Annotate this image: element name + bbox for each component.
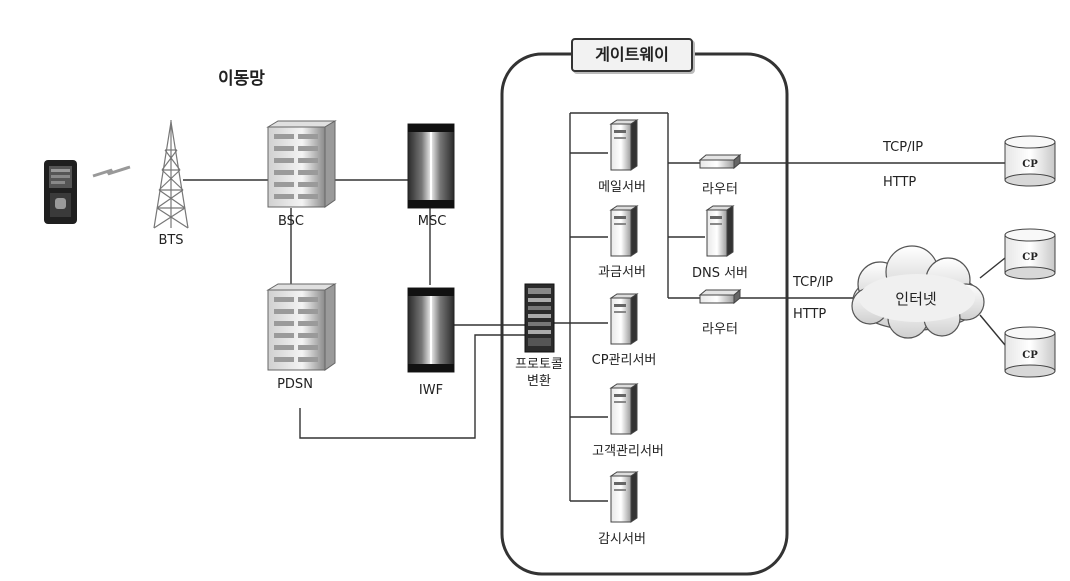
dns-server-label: DNS 서버	[691, 266, 749, 281]
protocol-converter-icon	[524, 283, 555, 353]
router-top-icon	[698, 153, 742, 170]
billing-server-label: 과금서버	[598, 265, 646, 280]
bsc-rack-icon	[266, 120, 337, 208]
pdsn-rack-icon	[266, 283, 337, 371]
router-top-label: 라우터	[702, 182, 738, 197]
iwf-switch-icon	[407, 287, 455, 373]
link-internet-cp-bottom	[979, 314, 1006, 346]
cp-top-cylinder-icon	[1004, 135, 1056, 187]
dns-server-icon	[705, 205, 735, 257]
iwf-label: IWF	[418, 383, 444, 398]
gateway-title: 게이트웨이	[571, 38, 693, 72]
top-link-app-label: HTTP	[883, 175, 917, 190]
mobile-phone-icon	[44, 160, 77, 224]
cp-mgmt-server-icon	[609, 293, 639, 345]
monitoring-server-icon	[609, 471, 639, 523]
msc-label: MSC	[417, 214, 447, 229]
cp-mid-label: CP	[1022, 252, 1038, 263]
cp-bottom-label: CP	[1022, 350, 1038, 361]
link-internet-cp-top	[979, 257, 1006, 279]
link-pdsn-protocol	[299, 334, 525, 439]
pdsn-label: PDSN	[277, 377, 313, 392]
bts-label: BTS	[158, 233, 184, 248]
bsc-label: BSC	[277, 214, 305, 229]
mail-server-label: 메일서버	[598, 180, 646, 195]
customer-mgmt-server-icon	[609, 383, 639, 435]
customer-mgmt-server-label: 고객관리서버	[592, 444, 664, 459]
mail-server-icon	[609, 119, 639, 171]
mobile-network-title: 이동망	[218, 69, 265, 89]
billing-server-icon	[609, 205, 639, 257]
router-bottom-icon	[698, 288, 742, 305]
protocol-converter-label: 프로토콜 변환	[515, 357, 563, 389]
top-link-protocol-label: TCP/IP	[883, 140, 924, 155]
mid-link-app-label: HTTP	[793, 307, 827, 322]
cp-mgmt-server-label: CP관리서버	[591, 353, 657, 368]
connection-lines	[183, 112, 1006, 502]
mid-link-protocol-label: TCP/IP	[793, 275, 834, 290]
wireless-link-icon	[92, 165, 131, 178]
router-bottom-label: 라우터	[702, 322, 738, 337]
monitoring-server-label: 감시서버	[598, 532, 646, 547]
bts-tower-icon	[153, 120, 189, 229]
cp-bottom-cylinder-icon	[1004, 326, 1056, 378]
cp-top-label: CP	[1022, 159, 1038, 170]
cp-mid-cylinder-icon	[1004, 228, 1056, 280]
msc-switch-icon	[407, 123, 455, 209]
internet-label: 인터넷	[895, 290, 937, 308]
